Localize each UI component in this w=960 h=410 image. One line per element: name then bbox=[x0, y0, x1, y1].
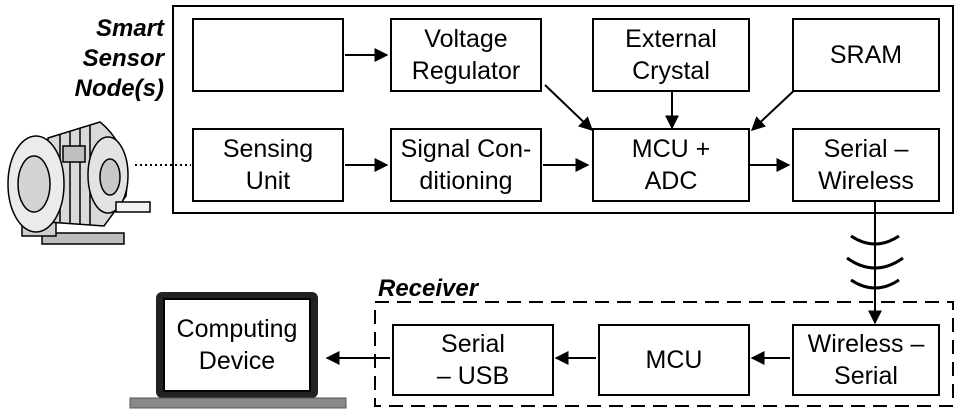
battery-block bbox=[192, 18, 344, 92]
wireless-serial-block: Wireless – Serial bbox=[792, 324, 940, 396]
arrow-sram-to-mcu bbox=[750, 84, 801, 131]
computing-device-label: Computing Device bbox=[176, 315, 298, 375]
external-crystal-block: External Crystal bbox=[592, 18, 750, 92]
serial-wireless-block: Serial – Wireless bbox=[792, 128, 940, 202]
laptop-icon bbox=[129, 292, 347, 409]
mcu-block: MCU bbox=[598, 324, 750, 396]
electric-motor-icon bbox=[7, 121, 151, 245]
voltage-regulator-block: Voltage Regulator bbox=[390, 18, 542, 92]
mcu-adc-block: MCU + ADC bbox=[592, 128, 750, 202]
receiver-title: Receiver bbox=[378, 275, 479, 302]
arrow-regulator-to-mcu bbox=[544, 84, 594, 131]
sensor-node-frame bbox=[172, 5, 954, 214]
serial-usb-block: Serial – USB bbox=[392, 324, 554, 396]
sram-block: SRAM bbox=[792, 18, 940, 92]
sensor-node-title: Smart Sensor Node(s) bbox=[74, 15, 164, 102]
signal-conditioning-block: Signal Con- ditioning bbox=[390, 128, 542, 202]
sensing-unit-block: Sensing Unit bbox=[192, 128, 344, 202]
receiver-frame bbox=[374, 301, 954, 407]
wireless-signal-icon bbox=[846, 234, 904, 290]
